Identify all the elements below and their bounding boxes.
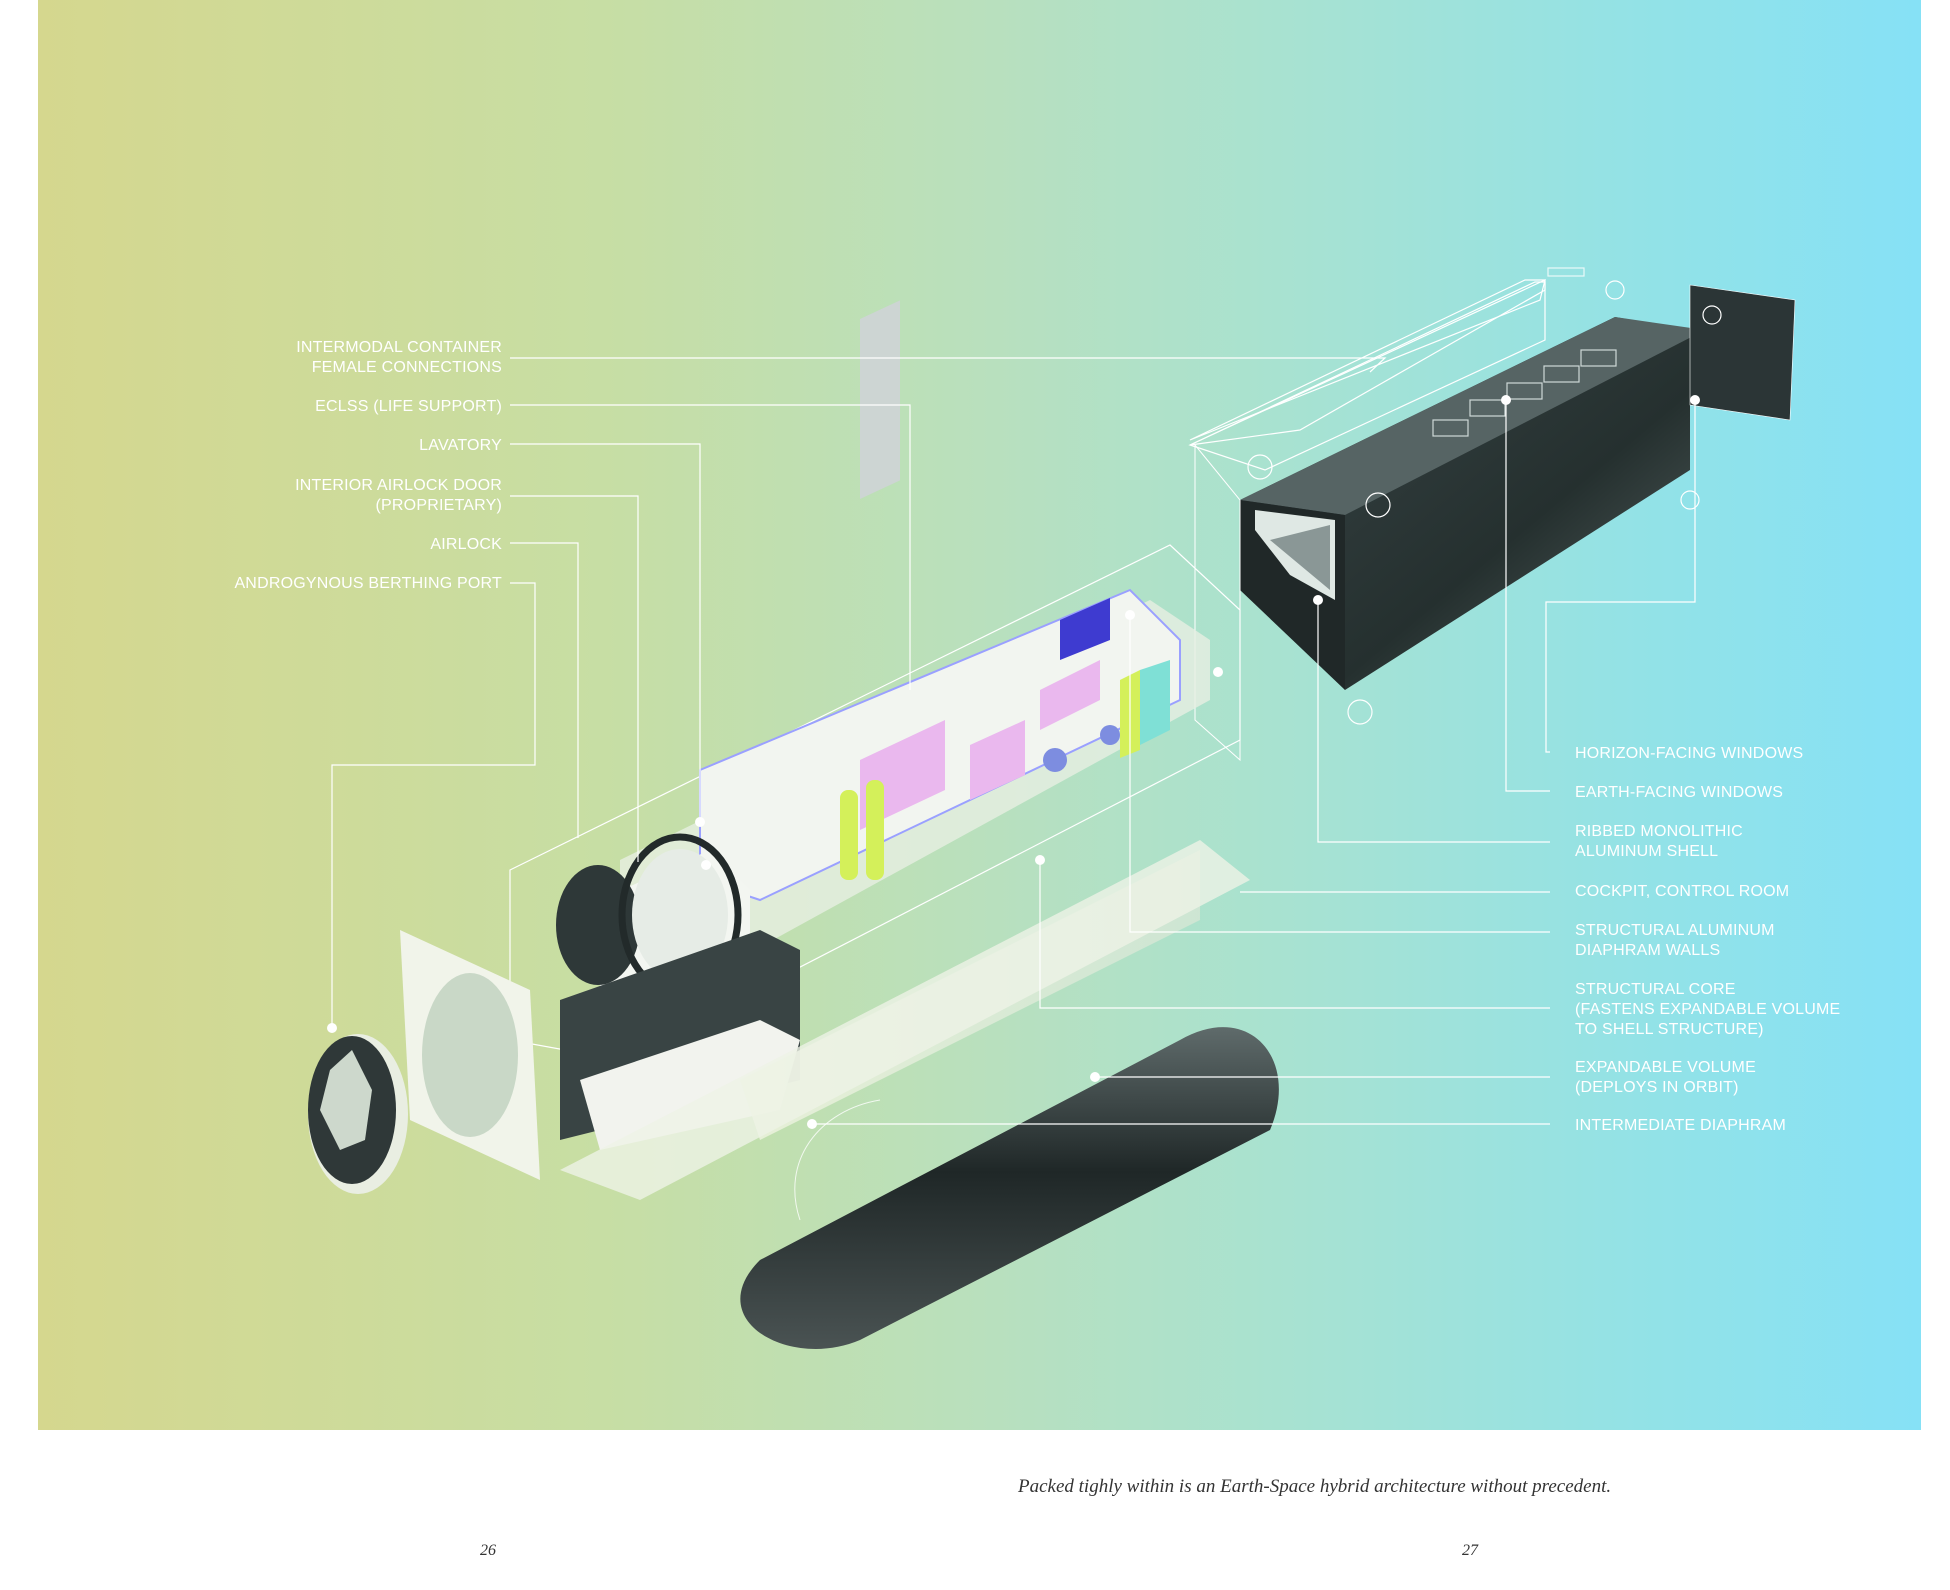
page-number-left: 26 [480, 1542, 496, 1559]
leader-lines [331, 357, 1696, 1125]
callout-earth-windows: EARTH-FACING WINDOWS [1575, 784, 1784, 801]
callout-intermediate-diaphram: INTERMEDIATE DIAPHRAM [1575, 1117, 1787, 1134]
intermodal-container [1188, 267, 1796, 762]
callout-lavatory: LAVATORY [419, 437, 502, 454]
callout-diaphram-walls: STRUCTURAL ALUMINUM DIAPHRAM WALLS [1575, 922, 1775, 959]
berthing-assembly [308, 930, 540, 1194]
callout-eclss: ECLSS (LIFE SUPPORT) [315, 398, 502, 415]
leader-dots [327, 395, 1700, 1129]
expandable-volume [560, 840, 1279, 1349]
callout-structural-core: STRUCTURAL CORE (FASTENS EXPANDABLE VOLU… [1575, 981, 1841, 1038]
page-caption: Packed tighly within is an Earth-Space h… [1018, 1476, 1612, 1497]
callout-horizon-windows: HORIZON-FACING WINDOWS [1575, 745, 1804, 762]
callout-airlock: AIRLOCK [430, 536, 502, 553]
page-number-right: 27 [1462, 1542, 1478, 1559]
callout-cockpit: COCKPIT, CONTROL ROOM [1575, 883, 1790, 900]
callout-berthing-port: ANDROGYNOUS BERTHING PORT [234, 575, 502, 592]
callout-expandable-volume: EXPANDABLE VOLUME (DEPLOYS IN ORBIT) [1575, 1059, 1756, 1096]
callout-airlock-door: INTERIOR AIRLOCK DOOR (PROPRIETARY) [295, 477, 502, 514]
callout-intermodal: INTERMODAL CONTAINER FEMALE CONNECTIONS [296, 339, 502, 376]
callout-ribbed-shell: RIBBED MONOLITHIC ALUMINUM SHELL [1575, 823, 1743, 860]
